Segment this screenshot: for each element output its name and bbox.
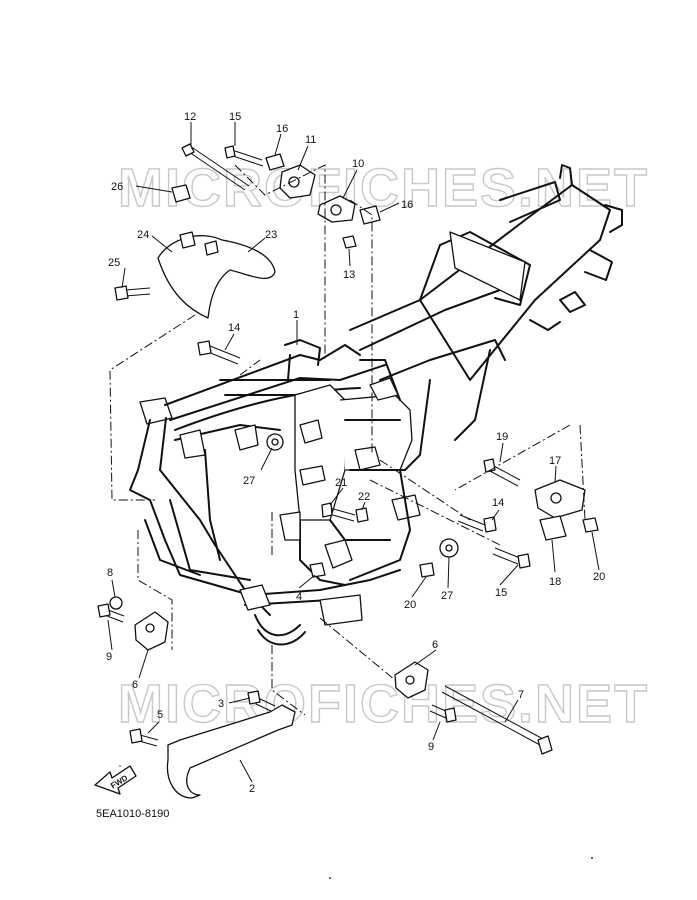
callout-14-right: 14 [492, 497, 504, 509]
callout-3: 3 [218, 698, 224, 710]
callout-9-right: 9 [428, 741, 434, 753]
callout-26: 26 [111, 181, 123, 193]
guide-lines [109, 164, 586, 716]
callout-15-right: 15 [495, 587, 507, 599]
callout-16-left: 16 [276, 123, 288, 135]
callout-15-upper: 15 [229, 111, 241, 123]
callout-27-left: 27 [243, 475, 255, 487]
callout-7: 7 [518, 689, 524, 701]
callout-10: 10 [352, 158, 364, 170]
callout-17: 17 [549, 455, 561, 467]
callout-21: 21 [335, 477, 347, 489]
callout-1: 1 [293, 309, 299, 321]
forward-arrow: FWD [94, 765, 137, 795]
callout-8: 8 [107, 567, 113, 579]
callout-20-center: 20 [404, 599, 416, 611]
callout-labels: 1 2 3 4 5 6 6 7 8 9 9 10 11 12 13 14 14 … [106, 111, 605, 795]
callout-20-right: 20 [593, 571, 605, 583]
callout-13: 13 [343, 269, 355, 281]
callout-11: 11 [305, 134, 316, 146]
leader-lines [107, 122, 600, 783]
callout-6-right: 6 [432, 639, 438, 651]
callout-14-upper: 14 [228, 322, 240, 334]
forward-arrow-icon [94, 765, 137, 795]
callout-4: 4 [296, 591, 302, 603]
callout-25: 25 [108, 257, 120, 269]
callout-22: 22 [358, 491, 370, 503]
callout-5: 5 [157, 709, 163, 721]
callout-2: 2 [249, 783, 255, 795]
watermark-group: MICROFICHES.NET MICROFICHES.NET [117, 157, 649, 734]
callout-23: 23 [265, 229, 277, 241]
speck [119, 765, 121, 767]
main-frame [129, 164, 623, 646]
callout-18: 18 [549, 576, 561, 588]
callout-9-left: 9 [106, 651, 112, 663]
reference-code: 5EA1010-8190 [96, 808, 169, 820]
speck [329, 877, 331, 879]
small-parts [97, 143, 599, 799]
watermark-top: MICROFICHES.NET [118, 158, 649, 218]
callout-19: 19 [496, 431, 508, 443]
callout-6-left: 6 [132, 679, 138, 691]
callout-24: 24 [137, 229, 149, 241]
watermark-bottom: MICROFICHES.NET [118, 674, 649, 734]
callout-27-right: 27 [441, 590, 453, 602]
callout-16-right: 16 [401, 199, 413, 211]
callout-12: 12 [184, 111, 196, 123]
speck [591, 857, 593, 859]
